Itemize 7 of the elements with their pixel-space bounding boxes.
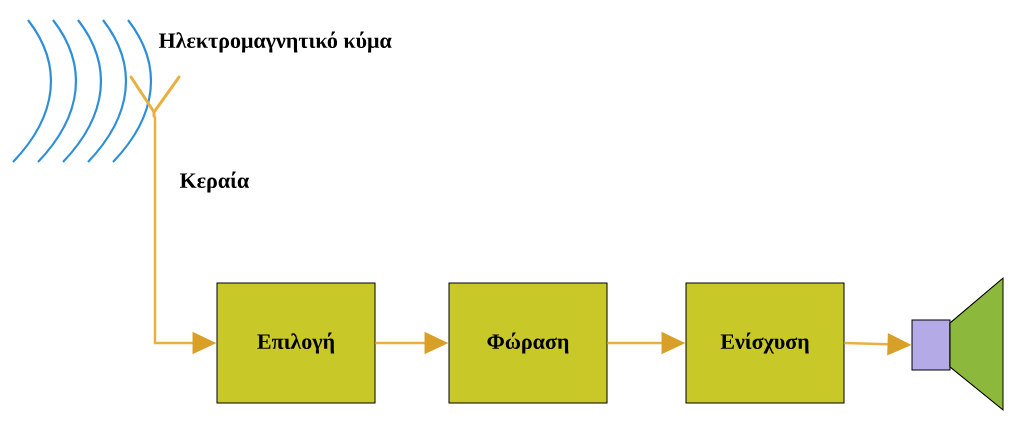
process-box: Επιλογή <box>216 282 376 404</box>
antenna <box>129 75 181 118</box>
process-box: Ενίσχυση <box>685 282 845 404</box>
antenna-label: Κεραία <box>179 171 249 193</box>
caption-text: Ηλεκτρομαγνητικό κύμα <box>158 31 392 53</box>
process-box: Φώραση <box>448 282 608 404</box>
speaker <box>911 277 1004 411</box>
